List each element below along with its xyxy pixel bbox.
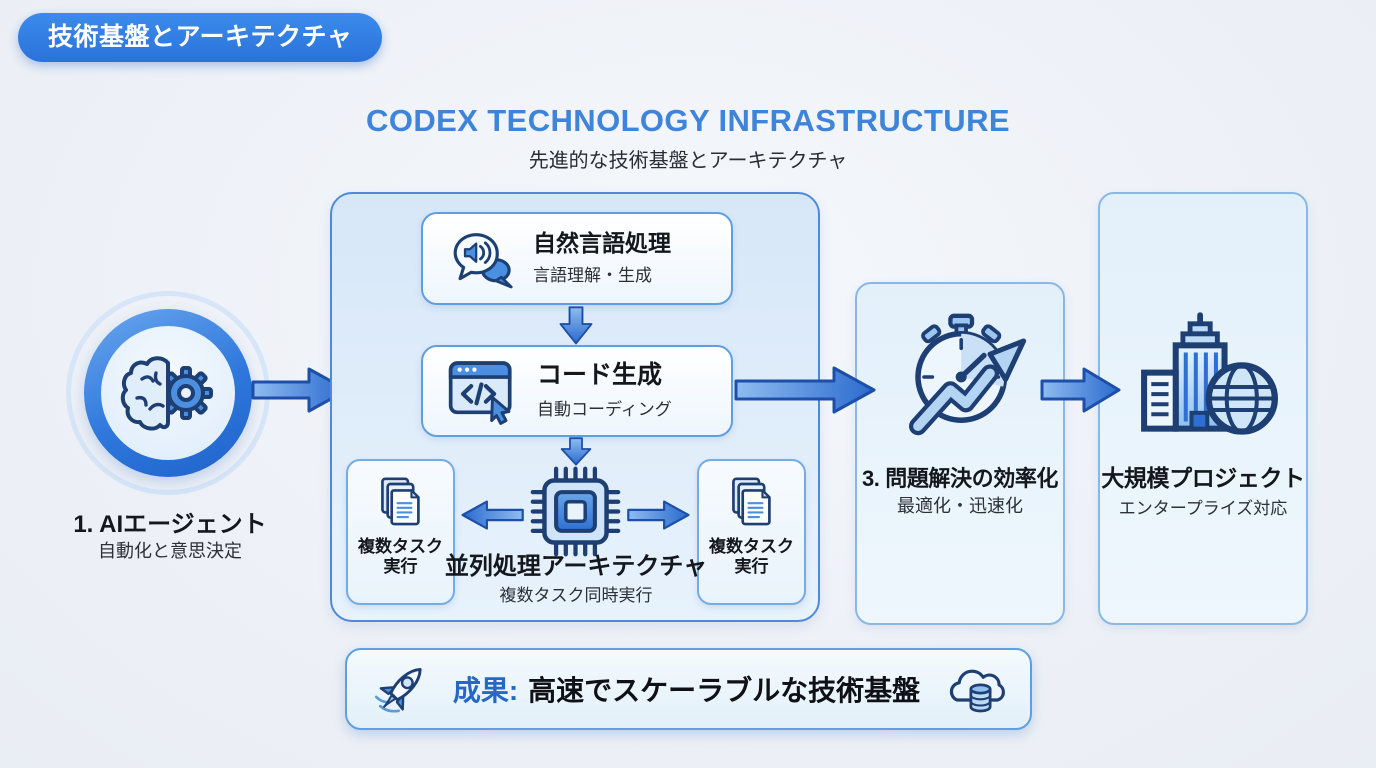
- codegen-title: コード生成: [537, 361, 663, 390]
- task-label: 複数タスク 実行: [358, 537, 443, 577]
- result-banner: 成果: 高速でスケーラブルな技術基盤: [345, 648, 1032, 730]
- result-text: 成果: 高速でスケーラブルな技術基盤: [453, 669, 920, 709]
- flow-arrow-right-icon: [734, 366, 876, 414]
- documents-icon: [380, 477, 420, 526]
- documents-icon: [731, 477, 771, 526]
- flow-arrow-left-icon: [461, 500, 524, 530]
- brain-gear-icon: [120, 356, 213, 431]
- efficiency-title: 3. 問題解決の効率化: [861, 466, 1059, 491]
- rocket-icon: [374, 667, 422, 713]
- flow-arrow-right-icon: [1040, 367, 1121, 413]
- page-subtitle: 先進的な技術基盤とアーキテクチャ: [528, 150, 848, 172]
- agent-circle: [84, 309, 252, 477]
- task-label: 複数タスク 実行: [709, 537, 794, 577]
- efficiency-subtitle: 最適化・迅速化: [897, 496, 1023, 516]
- codegen-subtitle: 自動コーディング: [537, 399, 672, 419]
- enterprise-subtitle: エンタープライズ対応: [1118, 499, 1288, 518]
- parallel-title: 並列処理アーキテクチャ: [444, 553, 708, 580]
- nlp-title: 自然言語処理: [533, 229, 671, 256]
- task-card-right: 複数タスク 実行: [697, 459, 806, 605]
- nlp-subtitle: 言語理解・生成: [533, 266, 652, 286]
- down-arrow-icon: [560, 437, 592, 466]
- building-globe-icon: [1141, 312, 1278, 435]
- parallel-subtitle: 複数タスク同時実行: [499, 586, 653, 605]
- result-prefix: 成果:: [452, 675, 519, 706]
- flow-arrow-right-icon: [251, 367, 349, 413]
- stopwatch-growth-icon: [909, 313, 1027, 436]
- topic-badge: 技術基盤とアーキテクチャ: [18, 13, 383, 62]
- agent-subtitle: 自動化と意思決定: [98, 541, 242, 561]
- down-arrow-icon: [559, 306, 593, 345]
- codegen-card: コード生成 自動コーディング: [421, 345, 733, 437]
- agent-title: 1. AIエージェント: [73, 511, 267, 538]
- cpu-chip-icon: [530, 466, 621, 557]
- page-title: CODEX TECHNOLOGY INFRASTRUCTURE: [366, 103, 1010, 138]
- result-main: 高速でスケーラブルな技術基盤: [528, 675, 921, 706]
- task-card-left: 複数タスク 実行: [346, 459, 455, 605]
- flow-arrow-right-icon: [627, 500, 690, 530]
- cloud-database-icon: [950, 669, 1006, 713]
- enterprise-title: 大規模プロジェクト: [1101, 465, 1305, 491]
- agent-circle-inner: [101, 326, 235, 460]
- code-window-icon: [448, 361, 512, 425]
- speech-audio-icon: [453, 232, 513, 288]
- nlp-card: 自然言語処理 言語理解・生成: [421, 212, 733, 305]
